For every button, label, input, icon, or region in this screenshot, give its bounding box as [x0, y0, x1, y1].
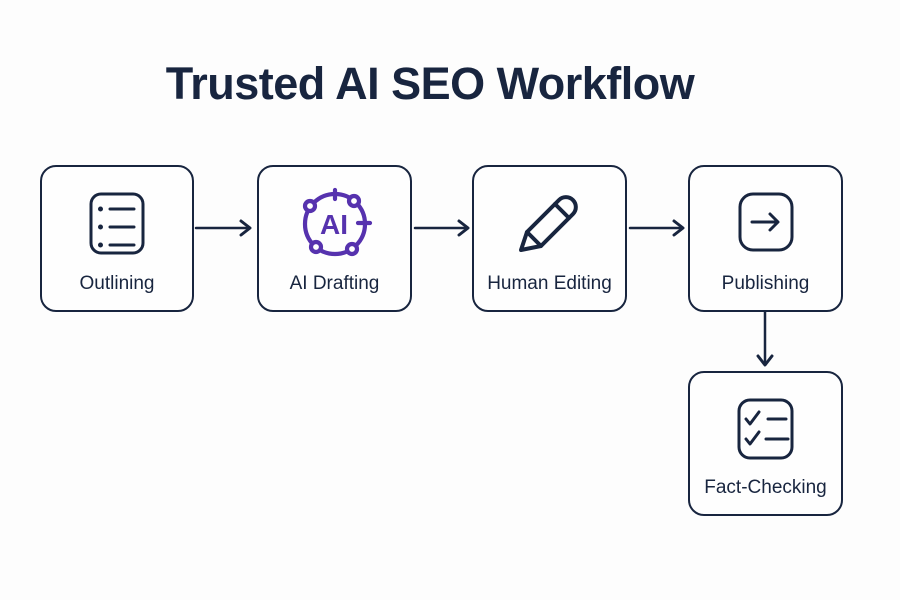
step-label-outlining: Outlining: [79, 273, 155, 294]
arrow-right-box-icon: [738, 192, 794, 252]
checklist-icon: [737, 398, 794, 460]
ai-circle-icon: AI: [296, 185, 374, 263]
arrow-human-editing-to-publishing: [628, 219, 685, 237]
page-title: Trusted AI SEO Workflow: [165, 58, 695, 109]
step-label-human-editing: Human Editing: [487, 273, 612, 294]
arrow-ai-drafting-to-human-editing: [413, 219, 470, 237]
list-icon: [89, 192, 145, 255]
step-label-fact-checking: Fact-Checking: [704, 477, 827, 498]
arrow-outlining-to-ai-drafting: [194, 219, 252, 237]
step-ai-drafting: AI AI Drafting: [257, 165, 412, 312]
arrow-publishing-to-fact-checking: [756, 310, 774, 367]
step-label-ai-drafting: AI Drafting: [289, 273, 380, 294]
step-label-publishing: Publishing: [721, 273, 810, 294]
step-fact-checking: Fact-Checking: [688, 371, 843, 516]
step-publishing: Publishing: [688, 165, 843, 312]
ai-icon-text: AI: [320, 209, 348, 240]
step-human-editing: Human Editing: [472, 165, 627, 312]
step-outlining: Outlining: [40, 165, 194, 312]
pencil-icon: [517, 192, 583, 256]
